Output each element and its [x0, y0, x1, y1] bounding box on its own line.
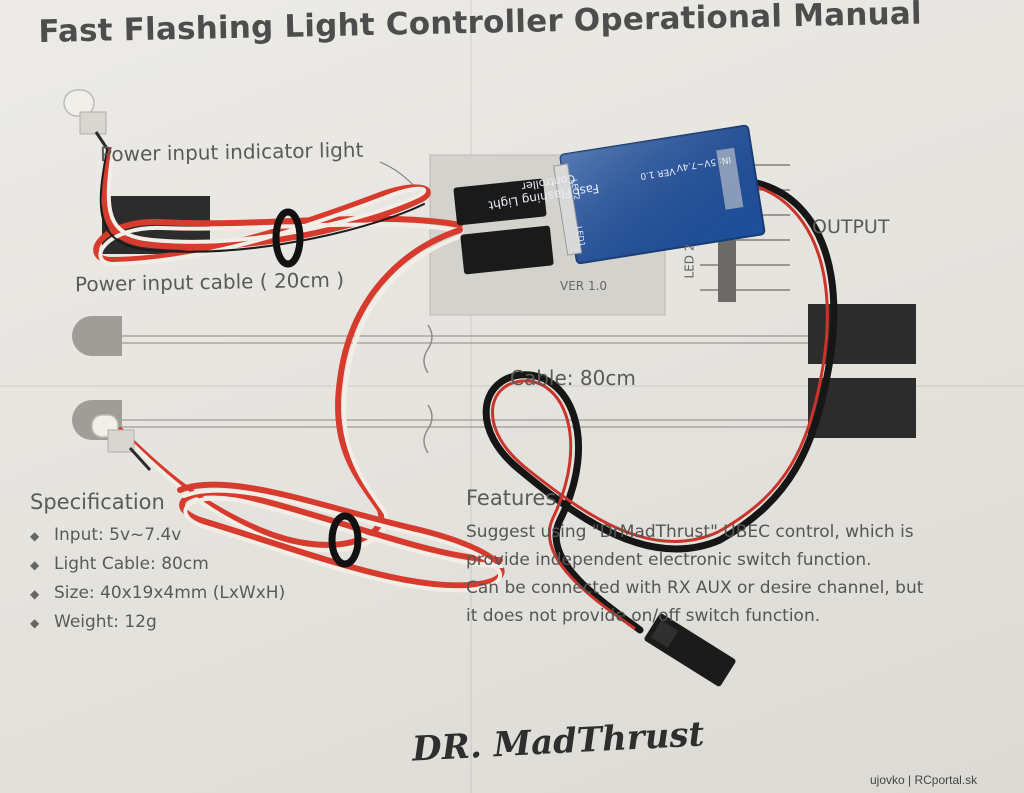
feature-line-1: Suggest using "DrMadThrust" UBEC control…: [466, 522, 914, 542]
led-connectors: [453, 178, 554, 275]
paper-fold-vertical: [470, 0, 472, 793]
spec-item-input: ◆Input: 5v~7.4v: [30, 525, 182, 545]
controller-board: [553, 124, 766, 265]
spec-item-size: ◆Size: 40x19x4mm (LxWxH): [30, 583, 286, 603]
diagram-cable-break-marks: [423, 324, 433, 454]
feature-line-3: Can be connected with RX AUX or desire c…: [466, 578, 924, 598]
bullet-icon: ◆: [30, 529, 40, 543]
label-output: OUTPUT: [812, 216, 890, 238]
bullet-icon: ◆: [30, 587, 40, 601]
specification-heading: Specification: [30, 490, 165, 514]
label-power-indicator: Power input indicator light: [99, 137, 364, 167]
led-cable: [117, 227, 464, 553]
feature-line-4: it does not provide on/off switch functi…: [466, 606, 821, 626]
led-cable-lower-coil: [177, 481, 505, 593]
power-indicator-led: [63, 89, 110, 151]
spec-item-cable: ◆Light Cable: 80cm: [30, 554, 209, 574]
label-cable-length: Cable: 80cm: [510, 366, 636, 390]
diagram-led-1: [72, 316, 122, 356]
bullet-icon: ◆: [30, 558, 40, 572]
diagram-led-cables: [122, 335, 808, 428]
label-diagram-led2: LED 2: [682, 243, 697, 279]
power-cable-coil: [93, 147, 464, 267]
features-list: Suggest using "DrMadThrust" UBEC control…: [466, 518, 1011, 630]
label-diagram-version: VER 1.0: [560, 279, 608, 293]
bullet-icon: ◆: [30, 616, 40, 630]
spec-item-weight: ◆Weight: 12g: [30, 612, 157, 632]
features-heading: Features:: [466, 486, 564, 510]
specification-list: ◆Input: 5v~7.4v ◆Light Cable: 80cm ◆Size…: [30, 525, 285, 641]
output-led-2: [91, 414, 152, 472]
feature-line-2: provide independent electronic switch fu…: [466, 550, 872, 570]
power-cable-tie: [272, 208, 304, 268]
diagram-output-header: [718, 240, 736, 302]
paper-fold-horizontal: [0, 385, 1024, 387]
output-servo-plug: [644, 613, 736, 687]
label-power-cable: Power input cable ( 20cm ): [74, 267, 345, 297]
photo-credit: ujovko | RCportal.sk: [870, 773, 978, 787]
lower-cable-tie: [328, 512, 362, 568]
output-wire-red: [491, 180, 829, 630]
